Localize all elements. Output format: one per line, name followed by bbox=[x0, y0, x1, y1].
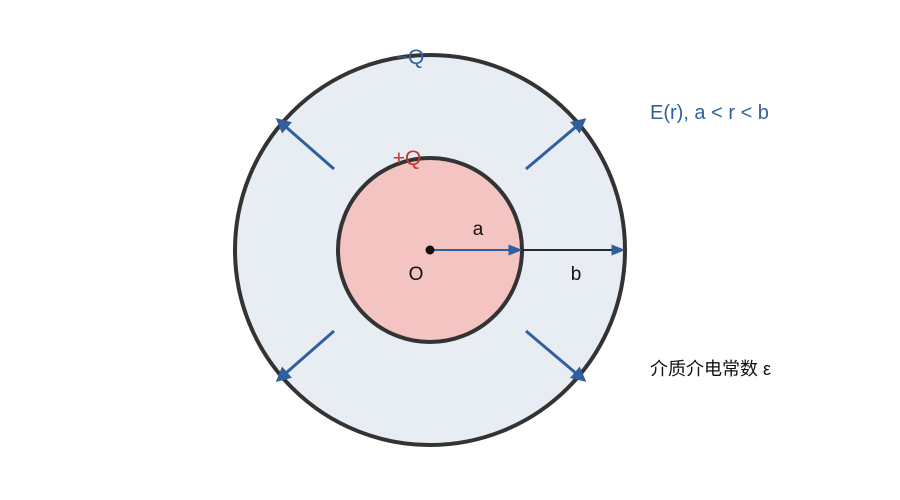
outer-charge-label: −Q bbox=[396, 46, 425, 69]
field-arrow-upper-left bbox=[275, 118, 335, 171]
center-point bbox=[425, 245, 435, 255]
dielectric-label: 介质介电常数 ε bbox=[650, 359, 771, 379]
inner-radius-label: a bbox=[473, 219, 484, 240]
field-arrow-lower-right bbox=[525, 329, 587, 382]
center-label: O bbox=[409, 264, 424, 285]
field-expression-label: E(r), a < r < b bbox=[650, 102, 769, 124]
outer-radius-label: b bbox=[571, 264, 582, 285]
field-arrow-lower-left bbox=[275, 329, 335, 382]
field-arrow-upper-right bbox=[525, 118, 587, 171]
inner-charge-label: +Q bbox=[393, 147, 422, 170]
